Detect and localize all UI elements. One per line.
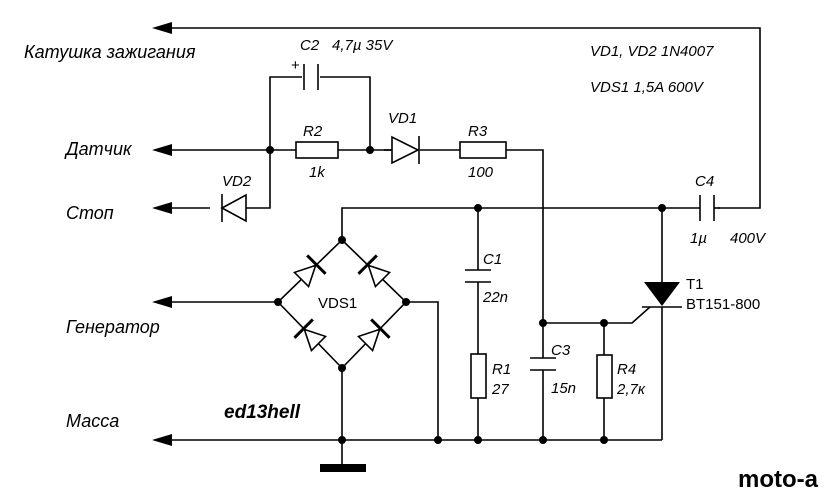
- c3-value: 15n: [551, 380, 576, 397]
- wire-vd2-right: [246, 150, 271, 209]
- label-sensor: Датчик: [64, 139, 133, 159]
- c3-ref: C3: [551, 342, 571, 359]
- c4-ref: C4: [695, 173, 714, 190]
- label-ground: Масса: [66, 411, 119, 431]
- vd2-ref: VD2: [222, 173, 252, 190]
- r1-ref: R1: [492, 361, 511, 378]
- vd1-ref: VD1: [388, 110, 417, 127]
- r2-ref: R2: [303, 123, 323, 140]
- thyristor-t1: [642, 282, 682, 308]
- capacitor-c2: [303, 64, 319, 90]
- ground-symbol: [320, 464, 366, 472]
- c4-cap: 1µ: [690, 230, 707, 247]
- junction-dot: [366, 146, 374, 154]
- junction-dot: [600, 436, 608, 444]
- wire-r3-c3: [506, 149, 544, 358]
- junction-dots: [266, 146, 666, 444]
- r4-ref: R4: [617, 361, 636, 378]
- wire-gate: [543, 306, 651, 324]
- label-ignition-coil: Катушка зажигания: [24, 42, 196, 62]
- c4-voltage: 400V: [730, 230, 767, 247]
- note-diodes: VD1, VD2 1N4007: [590, 43, 714, 60]
- c2-polarity: +: [291, 57, 300, 74]
- watermark: moto-a: [738, 466, 819, 493]
- t1-part: BT151-800: [686, 296, 760, 313]
- c1-ref: C1: [483, 251, 502, 268]
- junction-dot: [539, 436, 547, 444]
- label-stop: Стоп: [66, 203, 114, 223]
- label-generator: Генератор: [66, 317, 160, 337]
- author-label: ed13hell: [224, 402, 301, 423]
- r3-value: 100: [468, 164, 494, 181]
- c1-value: 22n: [482, 289, 508, 306]
- junction-dot: [600, 319, 608, 327]
- junction-dot: [474, 436, 482, 444]
- c2-value: 4,7µ 35V: [332, 37, 394, 54]
- bridge-rectifier-vds1: [276, 239, 408, 370]
- wire-bridge-right: [406, 301, 439, 440]
- capacitor-c3: [530, 357, 556, 371]
- diode-vd2: [220, 193, 247, 223]
- r1-value: 27: [491, 381, 509, 398]
- arrow-sensor: [152, 144, 172, 156]
- r2-value: 1k: [309, 164, 326, 181]
- terminal-arrows: [152, 22, 172, 446]
- junction-dot: [266, 146, 274, 154]
- arrow-ground: [152, 434, 172, 446]
- t1-ref: T1: [686, 276, 704, 293]
- resistor-r2: [295, 141, 339, 159]
- wire-bridge-plus: [341, 207, 700, 240]
- junction-dot: [658, 204, 666, 212]
- wiring: [160, 27, 761, 466]
- junction-dot: [338, 436, 346, 444]
- junction-dot: [434, 436, 442, 444]
- arrow-stop: [152, 202, 172, 214]
- arrow-ignition-coil: [152, 22, 172, 34]
- resistor-r1: [470, 353, 487, 399]
- arrow-generator: [152, 296, 172, 308]
- vds1-ref: VDS1: [318, 295, 357, 312]
- resistor-r3: [459, 141, 507, 159]
- junction-dot: [474, 204, 482, 212]
- wire-c2-left: [269, 76, 302, 150]
- resistor-r4: [596, 354, 613, 399]
- wire-ignition-coil: [160, 27, 761, 209]
- r3-ref: R3: [468, 123, 488, 140]
- capacitor-c4: [699, 195, 720, 221]
- diode-vd1: [384, 135, 420, 165]
- c2-ref: C2: [300, 37, 320, 54]
- wire-c2-right: [320, 76, 371, 150]
- junction-dot: [539, 319, 547, 327]
- note-bridge: VDS1 1,5A 600V: [590, 79, 705, 96]
- capacitor-c1: [465, 269, 491, 283]
- r4-value: 2,7к: [616, 381, 646, 398]
